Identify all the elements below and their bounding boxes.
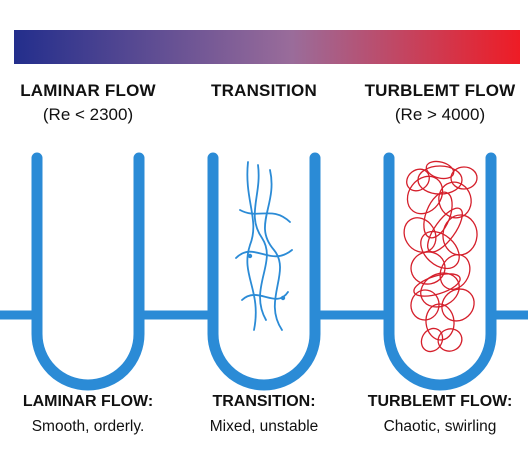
turbulent-swirl	[441, 288, 475, 322]
turbulent-heading: TURBLEMT FLOW	[364, 81, 516, 100]
turbulent-swirl	[420, 327, 444, 353]
turbulent-swirl	[410, 251, 446, 285]
turbulent-caption-description: Chaotic, swirling	[383, 418, 497, 435]
laminar-reynolds-range: (Re < 2300)	[42, 105, 134, 124]
turbulent-swirls	[403, 160, 478, 353]
laminar-caption-title: LAMINAR FLOW:	[22, 393, 154, 410]
turbulent-reynolds-range: (Re > 4000)	[394, 105, 486, 124]
transition-tube	[176, 152, 352, 391]
turbulent-swirl	[450, 166, 478, 190]
turbulent-swirl	[423, 191, 453, 239]
turbulent-swirl	[427, 207, 463, 253]
transition-heading: TRANSITION	[211, 81, 317, 100]
turbulent-swirl	[438, 181, 472, 219]
turbulent-swirl	[417, 165, 463, 195]
turbulent-tube	[352, 152, 528, 391]
laminar-streamlines	[62, 158, 114, 356]
laminar-tube	[0, 152, 176, 391]
laminar-caption-description: Smooth, orderly.	[31, 418, 145, 435]
color-gradient-bar	[14, 30, 520, 64]
turbulent-swirl	[420, 272, 460, 308]
laminar-heading: LAMINAR FLOW	[20, 81, 156, 100]
turbulent-swirl	[425, 303, 455, 341]
transition-caption-title: TRANSITION:	[212, 393, 316, 410]
turbulent-swirl	[403, 217, 437, 253]
turbulent-swirl	[410, 289, 440, 321]
turbulent-swirl	[425, 160, 455, 180]
turbulent-swirl	[406, 168, 430, 192]
turbulent-swirl	[439, 254, 471, 290]
turbulent-caption-title: TURBLEMT FLOW:	[367, 393, 513, 410]
turbulent-swirl	[437, 328, 463, 352]
turbulent-swirl	[406, 175, 444, 215]
turbulent-swirl	[413, 273, 461, 297]
turbulent-swirl	[442, 214, 478, 256]
transition-streamlines	[235, 161, 293, 331]
transition-caption-description: Mixed, unstable	[209, 418, 319, 435]
turbulent-swirl	[420, 230, 460, 270]
